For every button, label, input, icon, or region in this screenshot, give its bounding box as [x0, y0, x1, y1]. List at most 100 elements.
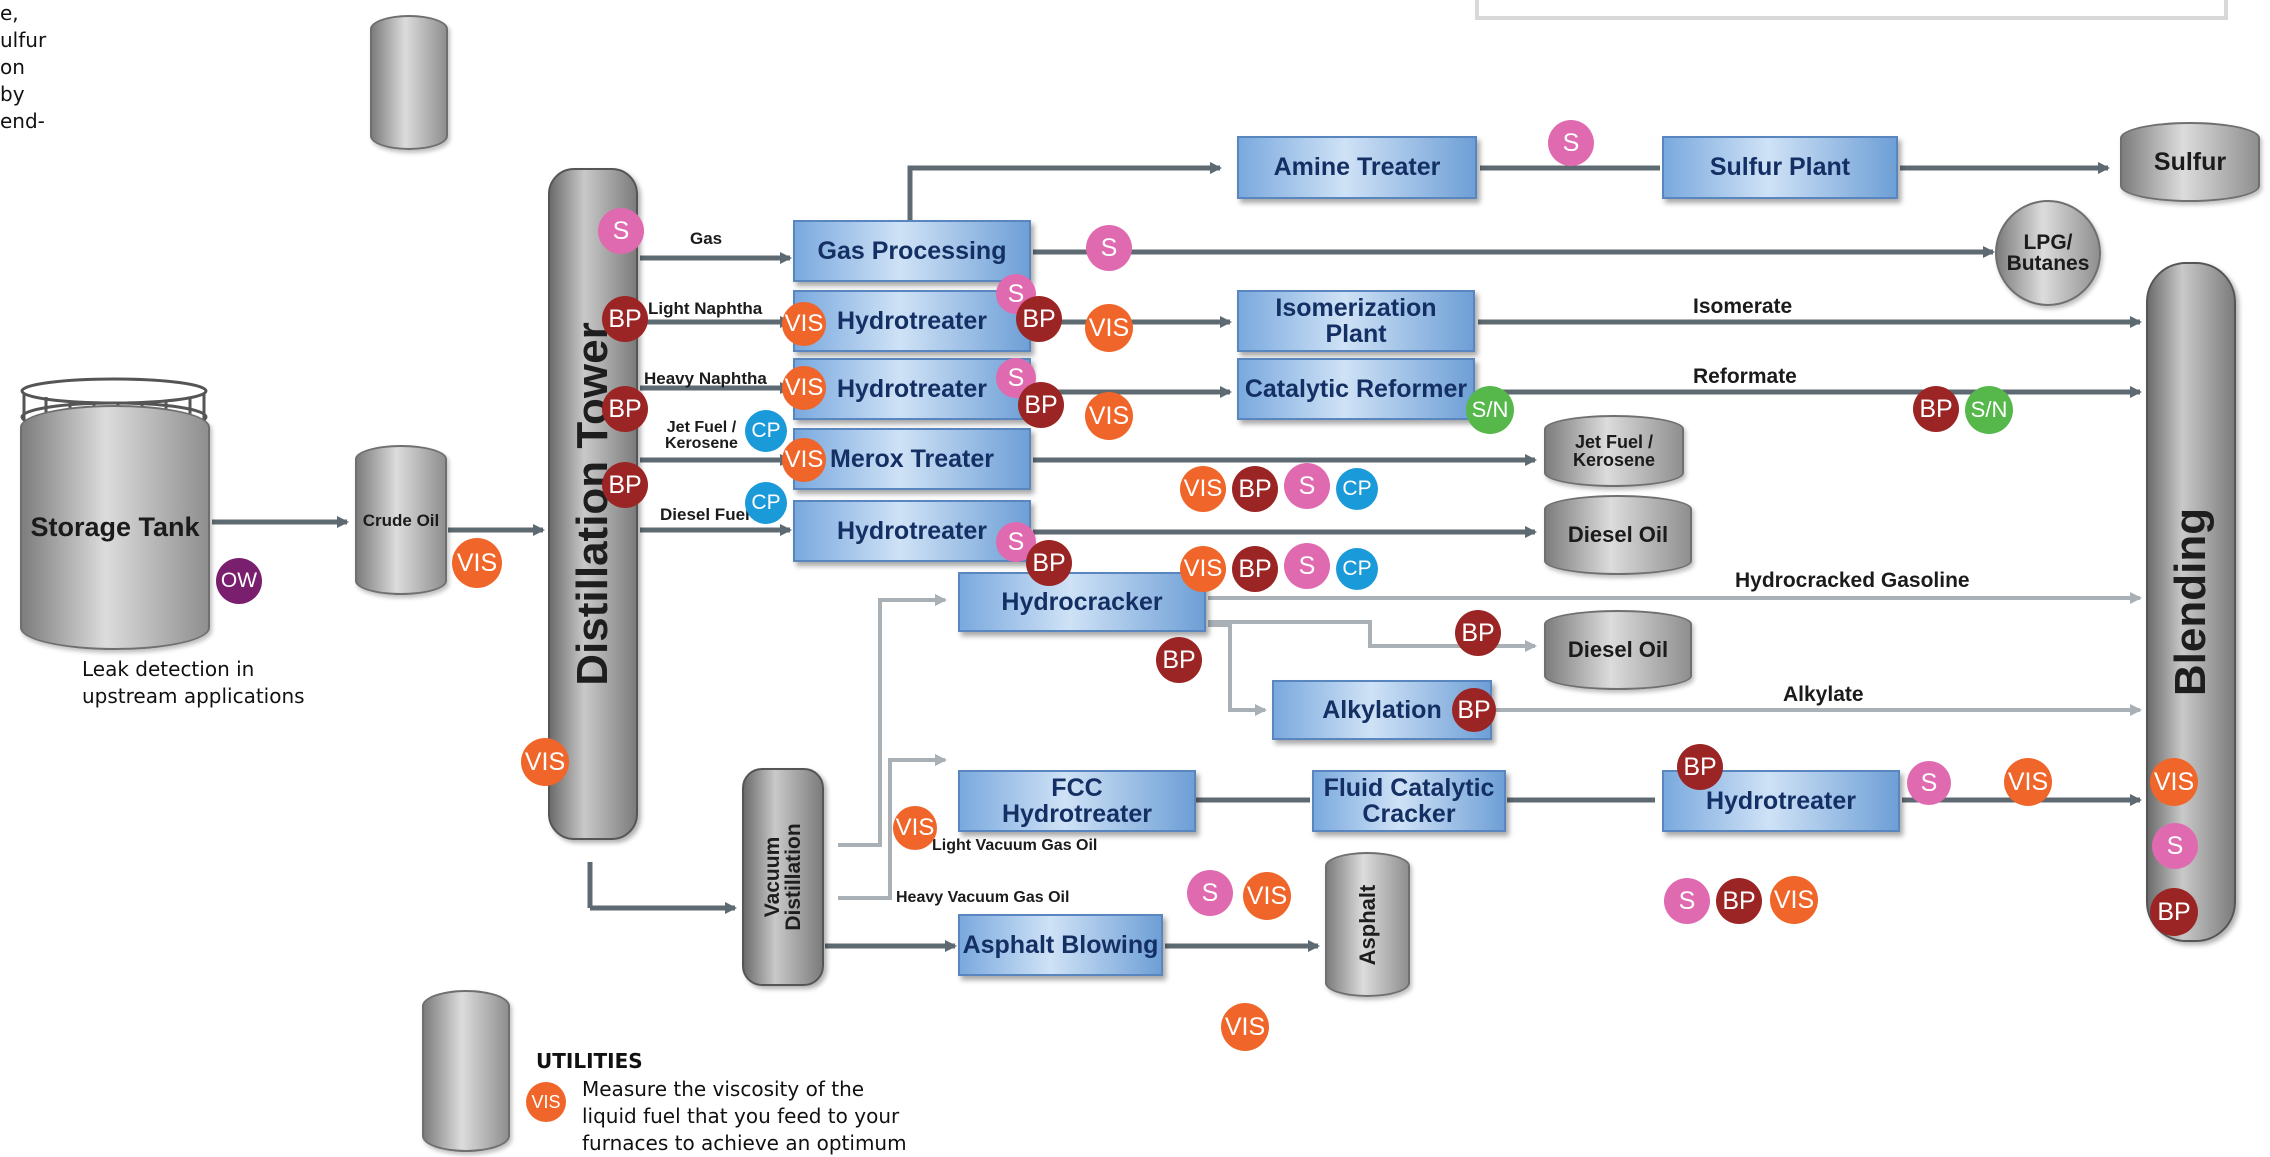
hydrotreater-heavy-box: Hydrotreater	[793, 358, 1031, 420]
sulfur-tank: Sulfur	[2120, 122, 2260, 202]
utilities-note: UTILITIES	[536, 1048, 643, 1075]
reformate-label: Reformate	[1693, 365, 1797, 388]
diesel-oil-tank-2: Diesel Oil	[1544, 610, 1692, 690]
vis-badge: VIS	[782, 302, 826, 346]
heavy-vacuum-gas-oil-label: Heavy Vacuum Gas Oil	[896, 889, 1070, 906]
bp-badge: BP	[602, 462, 648, 508]
vacuum-distillation: Vacuum Distillation	[742, 768, 824, 986]
intro-text: e, ulfur on by end-	[0, 0, 46, 135]
legend-box	[1475, 0, 2228, 20]
bp-badge: BP	[602, 296, 648, 342]
s-badge: S	[2152, 823, 2198, 869]
crude-oil-drum: Crude Oil	[355, 445, 447, 595]
intro-line: on	[0, 55, 25, 79]
vis-badge: VIS	[1243, 872, 1291, 920]
bp-badge: BP	[1026, 540, 1072, 586]
vis-badge: VIS	[1085, 304, 1133, 352]
vis-badge: VIS	[782, 366, 826, 410]
ow-badge: OW	[216, 558, 262, 604]
jet-fuel-kerosene-tank: Jet Fuel /Kerosene	[1544, 415, 1684, 487]
asphalt-tank: Asphalt	[1325, 852, 1410, 997]
diesel-fuel-label: Diesel Fuel	[660, 505, 750, 524]
alkylation-box: Alkylation	[1272, 680, 1492, 740]
hydrocracked-gasoline-label: Hydrocracked Gasoline	[1735, 569, 1970, 592]
s-badge: S	[598, 208, 644, 254]
vis-badge: VIS	[1180, 546, 1226, 592]
bp-badge: BP	[1232, 546, 1278, 592]
cp-badge: CP	[1336, 548, 1378, 590]
storage-tank-label: Storage Tank	[30, 512, 200, 542]
alkylate-label: Alkylate	[1783, 683, 1864, 706]
gas-stream-label: Gas	[690, 229, 723, 248]
bp-badge: BP	[1452, 688, 1496, 732]
sulfur-plant-box: Sulfur Plant	[1662, 136, 1898, 199]
utilities-text: Measure the viscosity of the liquid fuel…	[582, 1077, 907, 1155]
distillation-tower-label: Distillation Tower	[568, 322, 617, 686]
hydrocracker-box: Hydrocracker	[958, 572, 1206, 632]
bp-badge: BP	[2150, 888, 2198, 936]
s-badge: S	[1548, 120, 1594, 166]
vis-badge: VIS	[1770, 876, 1818, 924]
vis-badge: VIS	[1221, 1003, 1269, 1051]
catalytic-reformer-box: Catalytic Reformer	[1237, 358, 1475, 420]
vis-badge: VIS	[521, 738, 569, 786]
utilities-title: UTILITIES	[536, 1049, 643, 1073]
bp-badge: BP	[1716, 878, 1762, 924]
s-badge: S	[1664, 878, 1710, 924]
bp-badge: BP	[1677, 744, 1723, 790]
vis-badge: VIS	[2150, 758, 2198, 806]
distillation-label: Distillation	[782, 823, 805, 931]
intro-line: end-	[0, 109, 45, 133]
intro-line: ulfur	[0, 28, 47, 52]
jet-fuel-stream-label: Jet Fuel / Kerosene	[665, 419, 738, 452]
s-badge: S	[996, 358, 1036, 398]
s-badge: S	[1187, 870, 1233, 916]
bp-badge: BP	[1455, 610, 1501, 656]
s-badge: S	[1907, 761, 1951, 805]
gas-processing-box: Gas Processing	[793, 220, 1031, 282]
merox-treater-box: Merox Treater	[793, 428, 1031, 490]
storage-tank: Storage Tank	[20, 405, 210, 650]
bp-badge: BP	[1913, 386, 1959, 432]
sn-badge: S/N	[1466, 386, 1514, 434]
bp-badge: BP	[602, 386, 648, 432]
amine-treater-box: Amine Treater	[1237, 136, 1477, 199]
heavy-naphtha-label: Heavy Naphtha	[644, 369, 767, 388]
bp-badge: BP	[1156, 637, 1202, 683]
bp-badge: BP	[1018, 382, 1064, 428]
cp-badge: CP	[745, 410, 787, 452]
vis-badge: VIS	[526, 1082, 566, 1122]
lpg-butanes-sphere: LPG/Butanes	[1995, 200, 2101, 306]
light-vacuum-gas-oil-label: Light Vacuum Gas Oil	[932, 837, 1098, 854]
vis-badge: VIS	[782, 438, 826, 482]
s-badge: S	[1284, 463, 1330, 509]
diesel-oil-tank-1: Diesel Oil	[1544, 495, 1692, 575]
asphalt-blowing-box: Asphalt Blowing	[958, 914, 1163, 976]
vis-badge: VIS	[2004, 758, 2052, 806]
vacuum-label: Vacuum	[761, 836, 784, 918]
hydrotreater-light-box: Hydrotreater	[793, 290, 1031, 352]
vis-badge: VIS	[893, 806, 937, 850]
vis-badge: VIS	[1180, 466, 1226, 512]
light-naphtha-label: Light Naphtha	[648, 299, 763, 318]
bp-badge: BP	[1232, 466, 1278, 512]
s-badge: S	[1086, 225, 1132, 271]
vis-badge: VIS	[1085, 392, 1133, 440]
crude-oil-label: Crude Oil	[362, 510, 440, 530]
sn-badge: S/N	[1965, 386, 2013, 434]
vis-badge: VIS	[452, 538, 502, 588]
isomerate-label: Isomerate	[1693, 295, 1793, 318]
cp-badge: CP	[1336, 468, 1378, 510]
utilities-cylinder	[422, 990, 510, 1152]
cp-badge: CP	[745, 482, 787, 524]
decorative-cylinder	[370, 15, 448, 150]
intro-line: e,	[0, 1, 19, 25]
intro-line: by	[0, 82, 25, 106]
bp-badge: BP	[1016, 296, 1062, 342]
s-badge: S	[1284, 543, 1330, 589]
blending-label: Blending	[2166, 507, 2215, 697]
leak-detection-note: Leak detection in upstream applications	[82, 657, 305, 708]
